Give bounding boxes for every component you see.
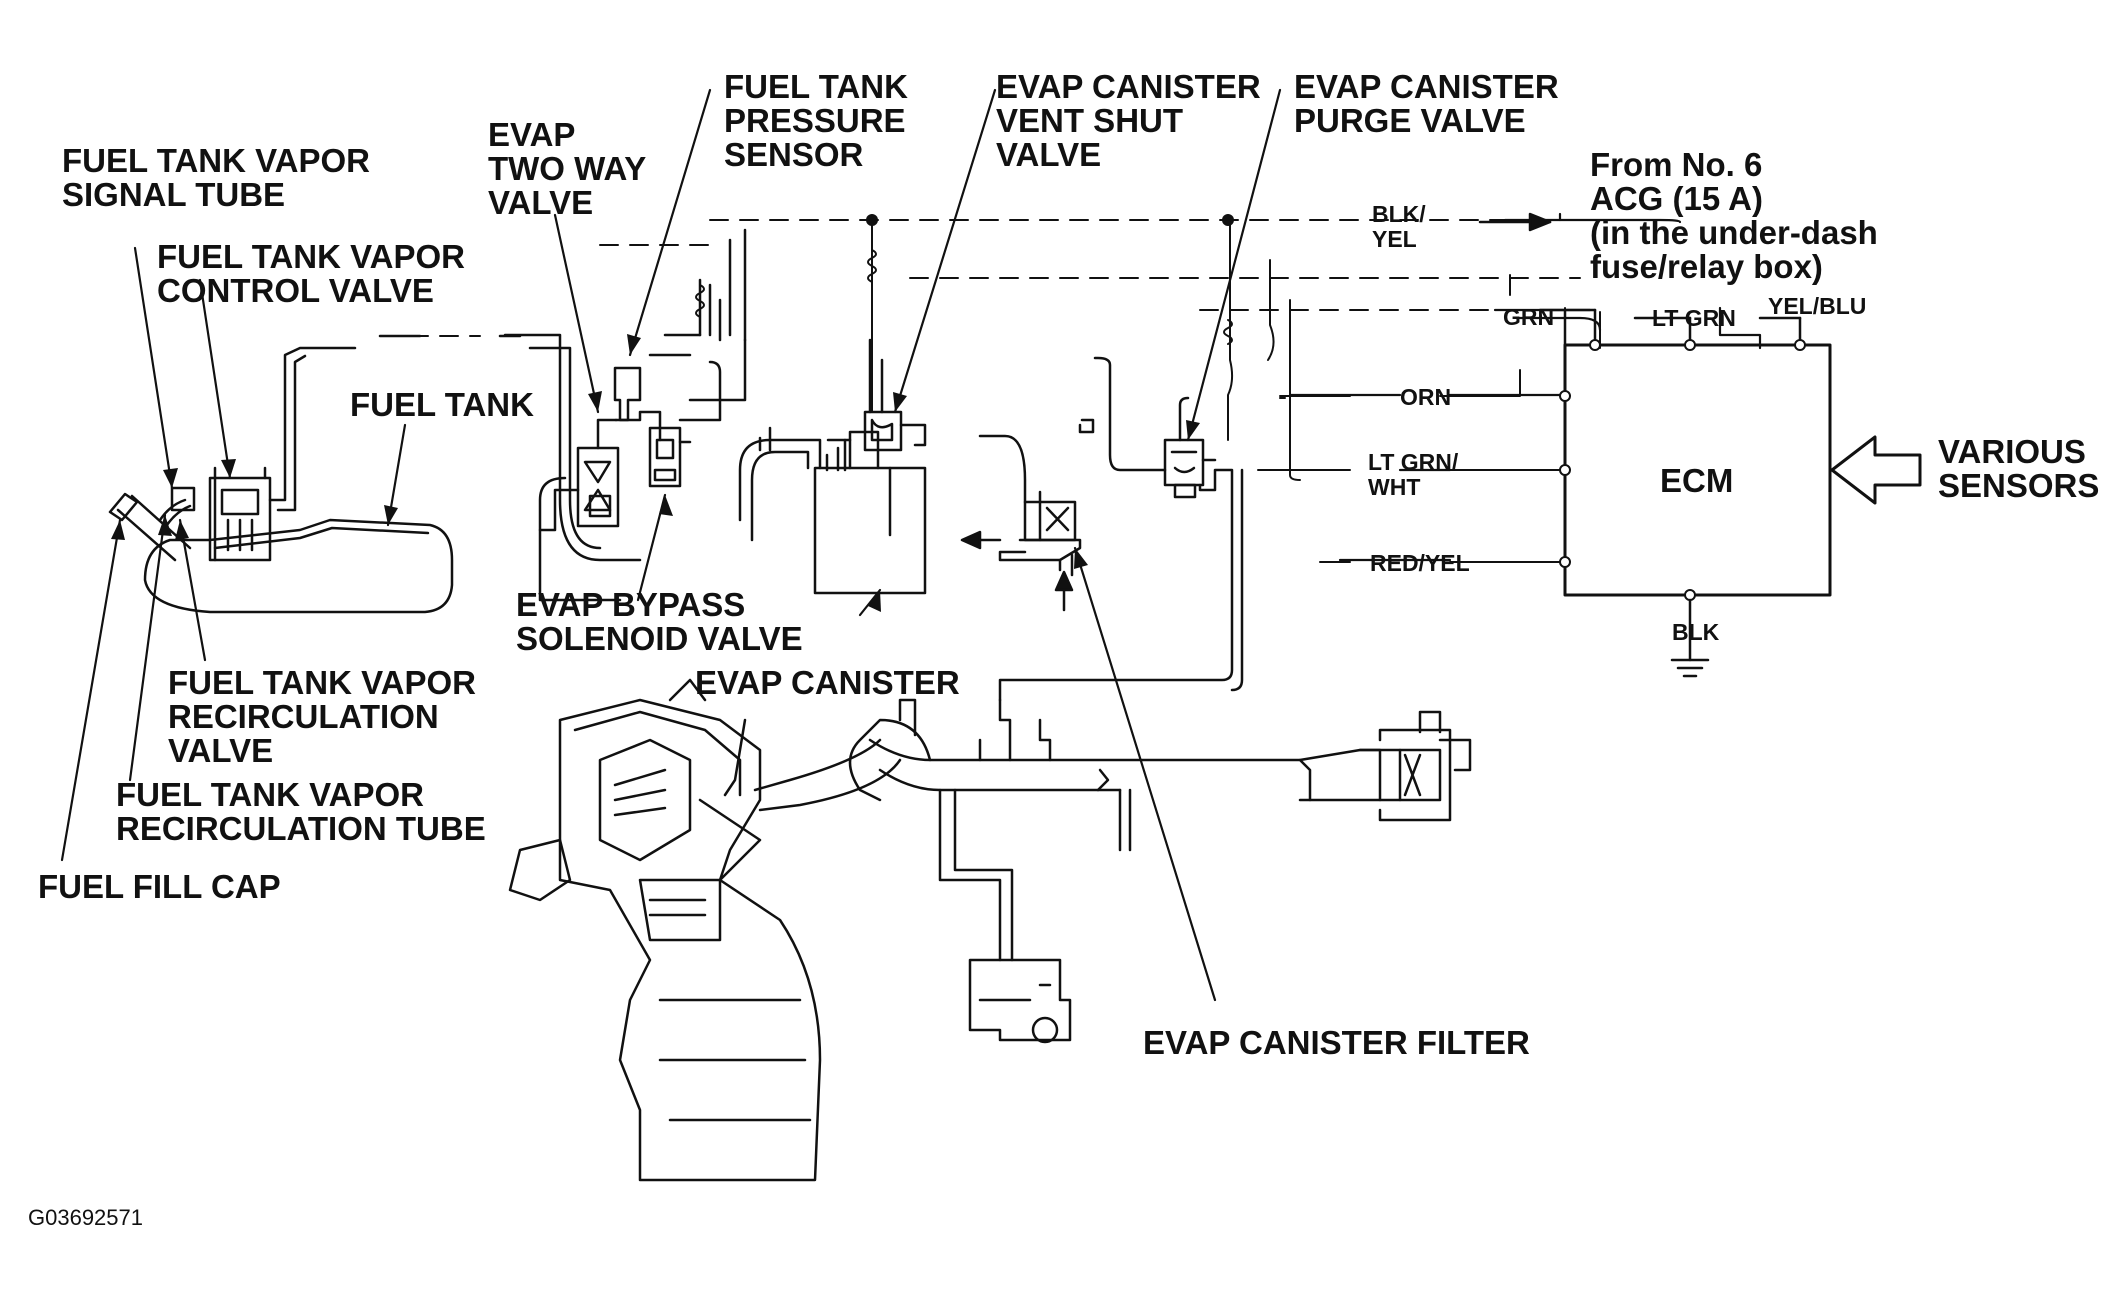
label-line: FUEL TANK VAPOR xyxy=(157,238,466,275)
purge-valve-shape xyxy=(998,356,1244,702)
wire-orn: ORN xyxy=(1400,385,1451,410)
label-fuel-tank-vapor-recirculation-tube: FUEL TANK VAPOR RECIRCULATION TUBE xyxy=(116,778,486,846)
wire-line: GRN xyxy=(1503,304,1555,330)
engine-shape xyxy=(508,678,902,1182)
label-line: SENSORS xyxy=(1938,467,2100,504)
wire-branches xyxy=(1288,212,1762,562)
wire-grn: GRN xyxy=(1503,305,1554,330)
label-from-no6: From No. 6 ACG (15 A) (in the under-dash… xyxy=(1590,148,1878,284)
label-line: (in the under-dash xyxy=(1590,214,1878,251)
label-fuel-tank: FUEL TANK xyxy=(350,388,534,422)
wire-line: YEL/BLU xyxy=(1768,293,1867,319)
leader-lines xyxy=(60,88,1282,1002)
label-line: FUEL TANK xyxy=(724,68,908,105)
label-line: FUEL TANK VAPOR xyxy=(168,664,477,701)
label-line: VALVE xyxy=(996,136,1102,173)
wire-line: BLK xyxy=(1672,619,1720,645)
label-line: EVAP CANISTER FILTER xyxy=(1143,1024,1530,1061)
label-line: TWO WAY xyxy=(488,150,647,187)
harness-solid-lines xyxy=(871,219,1601,563)
label-line: From No. 6 xyxy=(1590,146,1763,183)
label-evap-canister-vent-shut-valve: EVAP CANISTER VENT SHUT VALVE xyxy=(996,70,1261,172)
ground-symbol xyxy=(1670,598,1710,678)
ecm-label: ECM xyxy=(1660,462,1734,499)
label-line: FUEL FILL CAP xyxy=(38,868,281,905)
intake-manifold xyxy=(848,698,1472,1044)
wire-blk-yel: BLK/ YEL xyxy=(1372,202,1426,252)
label-line: VALVE xyxy=(488,184,594,221)
fuel-fill-neck xyxy=(108,492,192,562)
label-line: RECIRCULATION xyxy=(168,698,439,735)
vapor-control-valve-shape xyxy=(170,466,272,562)
label-line: ACG (15 A) xyxy=(1590,180,1763,217)
label-line: SIGNAL TUBE xyxy=(62,176,286,213)
label-line: EVAP BYPASS xyxy=(516,586,746,623)
wire-line: RED/YEL xyxy=(1370,550,1470,576)
filter-arrows xyxy=(960,530,1074,612)
power-feed-arrow xyxy=(1478,212,1552,232)
wire-line: YEL xyxy=(1372,226,1417,252)
label-various-sensors: VARIOUS SENSORS xyxy=(1938,435,2099,503)
harness-coils xyxy=(695,249,1233,345)
label-line: SOLENOID VALVE xyxy=(516,620,803,657)
junction-dots xyxy=(866,214,1234,226)
label-line: EVAP CANISTER xyxy=(1294,68,1559,105)
ecm-pins xyxy=(1559,339,1806,601)
wire-line: BLK/ xyxy=(1372,201,1426,227)
canister-filter-shape xyxy=(978,434,1082,577)
label-line: VARIOUS xyxy=(1938,433,2086,470)
label-evap-two-way-valve: EVAP TWO WAY VALVE xyxy=(488,118,646,220)
label-line: CONTROL VALVE xyxy=(157,272,434,309)
wire-lt-grn-wht: LT GRN/ WHT xyxy=(1368,450,1458,500)
label-evap-canister: EVAP CANISTER xyxy=(695,666,960,700)
label-line: EVAP CANISTER xyxy=(996,68,1261,105)
fuel-tank-shape xyxy=(143,518,454,614)
two-way-valve-shape xyxy=(576,418,620,528)
wire-yel-blu: YEL/BLU xyxy=(1768,294,1866,319)
label-line: PURGE VALVE xyxy=(1294,102,1526,139)
label-evap-canister-purge-valve: EVAP CANISTER PURGE VALVE xyxy=(1294,70,1559,138)
label-fuel-tank-pressure-sensor: FUEL TANK PRESSURE SENSOR xyxy=(724,70,908,172)
label-line: VALVE xyxy=(168,732,274,769)
figure-code: G03692571 xyxy=(28,1205,143,1230)
label-line: FUEL TANK VAPOR xyxy=(116,776,425,813)
label-evap-bypass-solenoid-valve: EVAP BYPASS SOLENOID VALVE xyxy=(516,588,803,656)
wire-line: LT GRN xyxy=(1652,305,1736,331)
ecm-box xyxy=(1538,308,1832,597)
wire-red-yel: RED/YEL xyxy=(1370,551,1470,576)
middle-tubes xyxy=(538,228,822,602)
label-fuel-fill-cap: FUEL FILL CAP xyxy=(38,870,281,904)
label-line: RECIRCULATION TUBE xyxy=(116,810,486,847)
label-fuel-tank-vapor-recirculation-valve: FUEL TANK VAPOR RECIRCULATION VALVE xyxy=(168,666,476,768)
label-line: FUEL TANK xyxy=(350,386,534,423)
leader-arrowheads xyxy=(111,334,1200,612)
wire-line: ORN xyxy=(1400,384,1452,410)
label-line: FUEL TANK VAPOR xyxy=(62,142,371,179)
label-line: EVAP xyxy=(488,116,576,153)
wire-line: WHT xyxy=(1368,474,1421,500)
label-fuel-tank-vapor-control-valve: FUEL TANK VAPOR CONTROL VALVE xyxy=(157,240,465,308)
wire-lt-grn: LT GRN xyxy=(1652,306,1736,331)
wire-line: LT GRN/ xyxy=(1368,449,1459,475)
pressure-sensor-shape xyxy=(613,366,642,422)
label-line: VENT SHUT xyxy=(996,102,1184,139)
label-line: SENSOR xyxy=(724,136,864,173)
evap-canister-shape xyxy=(813,338,927,595)
label-line: fuse/relay box) xyxy=(1590,248,1823,285)
wire-blk: BLK xyxy=(1672,620,1719,645)
various-sensors-arrow xyxy=(1830,435,1922,505)
label-line: PRESSURE xyxy=(724,102,906,139)
bypass-solenoid-shape xyxy=(648,426,692,488)
label-evap-canister-filter: EVAP CANISTER FILTER xyxy=(1143,1026,1530,1060)
label-fuel-tank-vapor-signal-tube: FUEL TANK VAPOR SIGNAL TUBE xyxy=(62,144,370,212)
label-line: EVAP CANISTER xyxy=(695,664,960,701)
